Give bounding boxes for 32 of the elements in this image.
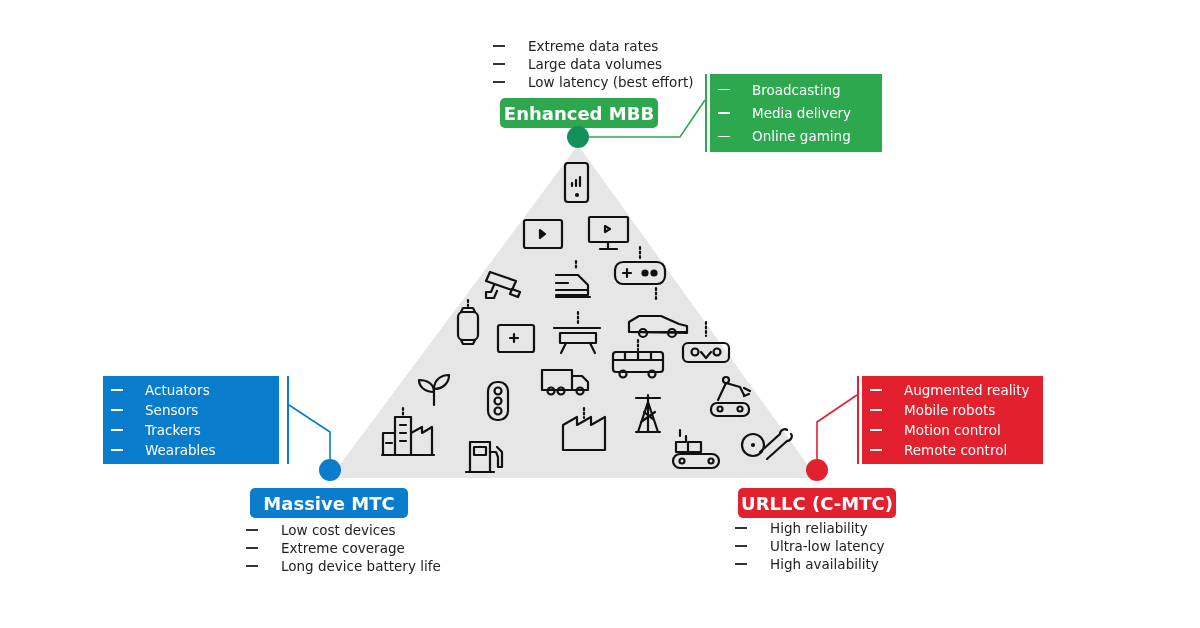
feature-text: High reliability — [770, 520, 868, 536]
feature-text: Extreme data rates — [528, 38, 659, 54]
vertex-dot — [806, 459, 828, 481]
use-case-text: Mobile robots — [904, 402, 996, 418]
feature-text: Large data volumes — [528, 56, 663, 72]
feature-text: Low cost devices — [281, 522, 396, 538]
use-case-text: Online gaming — [752, 128, 851, 145]
use-case-text: Broadcasting — [752, 81, 841, 98]
leader-line — [288, 404, 331, 460]
feature-text: Long device battery life — [281, 558, 441, 574]
use-case-text: Actuators — [145, 382, 210, 398]
feature-text: Extreme coverage — [281, 540, 405, 556]
category-label: Enhanced MBB — [500, 98, 658, 128]
vertex-dot — [319, 459, 341, 481]
category-label: URLLC (C-MTC) — [738, 488, 896, 518]
leader-line — [816, 394, 858, 460]
use-case-text: Trackers — [145, 422, 201, 438]
feature-text: High availability — [770, 556, 879, 572]
use-case-text: Augmented reality — [904, 382, 1030, 398]
use-case-text: Media delivery — [752, 105, 852, 121]
use-case-callout — [103, 376, 289, 464]
use-case-text: Wearables — [145, 442, 216, 458]
use-case-text: Motion control — [904, 422, 1001, 438]
vertex-dot — [567, 126, 589, 148]
use-case-callout — [857, 376, 1043, 464]
leader-line — [588, 99, 706, 138]
use-case-text: Sensors — [145, 402, 199, 418]
category-label: Massive MTC — [250, 488, 408, 518]
use-case-callout — [705, 74, 882, 152]
feature-text: Low latency (best effort) — [528, 74, 694, 90]
feature-text: Ultra-low latency — [770, 538, 885, 554]
use-case-text: Remote control — [904, 442, 1008, 458]
